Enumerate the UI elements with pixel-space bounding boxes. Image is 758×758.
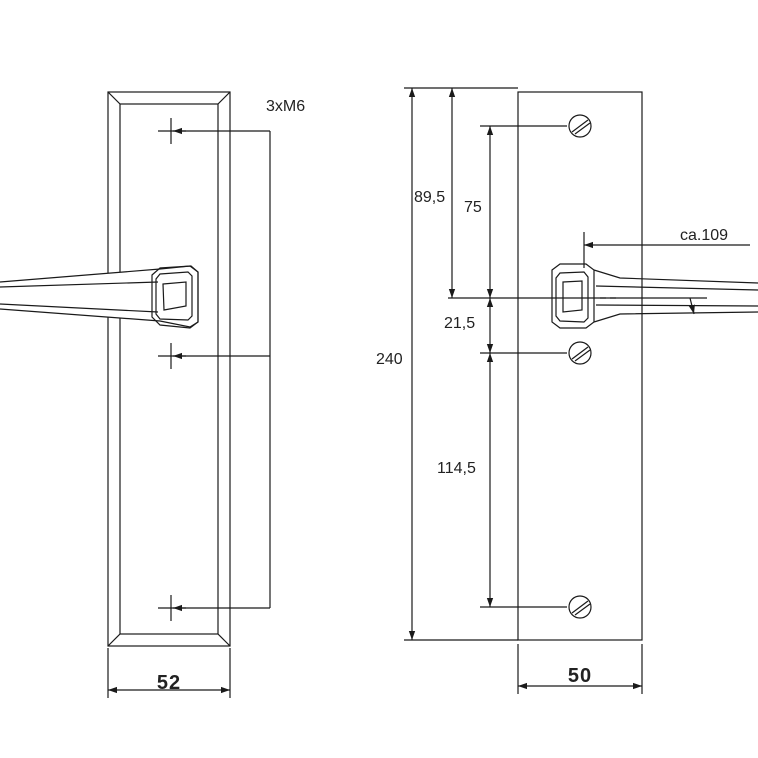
front-view: [0, 91, 271, 698]
extension-lines: [404, 87, 585, 641]
side-screw-hole-middle: [568, 341, 592, 365]
dim-top-to-spindle-label: 89,5: [414, 189, 445, 206]
total-height-label: 240: [376, 351, 403, 368]
front-lever-handle: [0, 265, 199, 329]
side-backplate: [517, 91, 643, 641]
side-screw-hole-bottom: [568, 595, 592, 619]
projection-label: ca.109: [680, 227, 728, 244]
side-width-dimension: [517, 644, 643, 694]
side-view: [404, 87, 758, 694]
thread-callout-label: 3xM6: [266, 98, 305, 115]
dim-spindle-to-hole-label: 21,5: [444, 315, 475, 332]
side-screw-hole-top: [568, 114, 592, 138]
thread-callout-leaders: [173, 127, 271, 612]
front-width-dimension: [107, 648, 231, 698]
side-width-label: 50: [568, 665, 592, 687]
dim-hole-to-spindle-label: 75: [464, 199, 482, 216]
side-lever-handle: [551, 263, 758, 329]
dim-hole-to-hole-label: 114,5: [437, 460, 476, 477]
front-backplate: [107, 91, 231, 647]
front-width-label: 52: [157, 672, 181, 694]
